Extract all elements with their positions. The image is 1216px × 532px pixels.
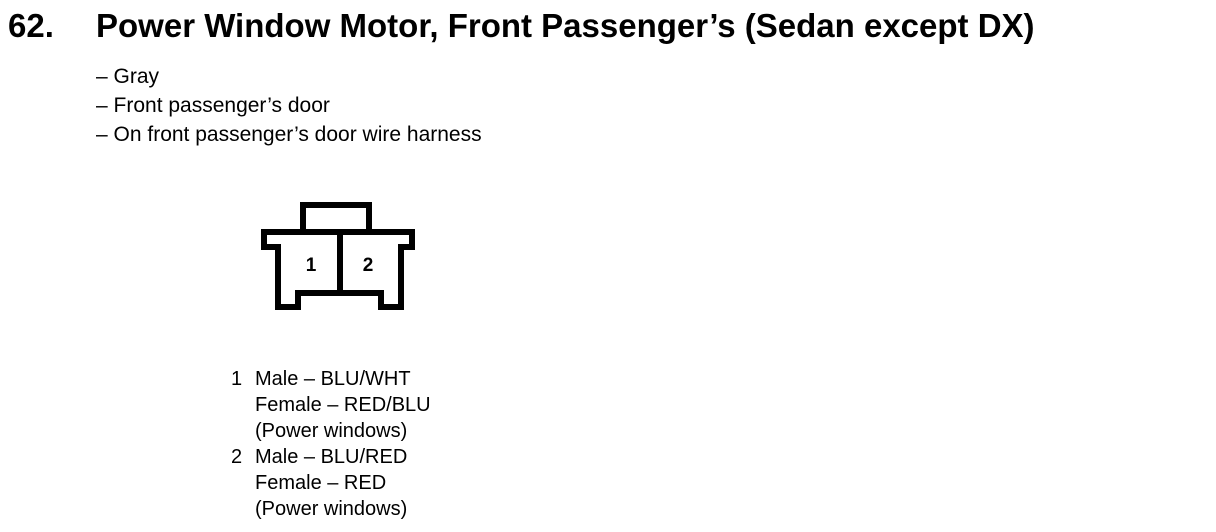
pin-male-wire: Male – BLU/WHT <box>255 368 411 390</box>
connector-diagram: 1 2 <box>261 202 415 310</box>
pin-item: 1 Male – BLU/WHT Female – RED/BLU (Power… <box>231 366 431 444</box>
pin-circuit: (Power windows) <box>255 420 408 442</box>
connector-description: – Gray – Front passenger’s door – On fro… <box>96 62 482 149</box>
pin-circuit: (Power windows) <box>255 498 408 520</box>
section-number: 62. <box>8 7 54 44</box>
section-title: Power Window Motor, Front Passenger’s (S… <box>96 7 1035 44</box>
cavity-label-2: 2 <box>363 255 374 276</box>
description-location: – Front passenger’s door <box>96 94 330 117</box>
pin-male-wire: Male – BLU/RED <box>255 446 408 468</box>
pin-item: 2 Male – BLU/RED Female – RED (Power win… <box>231 444 431 522</box>
pin-number: 1 <box>231 368 243 390</box>
pin-list: 1 Male – BLU/WHT Female – RED/BLU (Power… <box>231 366 431 522</box>
connector-housing <box>261 229 415 310</box>
pin-number: 2 <box>231 446 243 468</box>
description-color: – Gray <box>96 65 160 88</box>
pin-female-wire: Female – RED <box>255 472 387 494</box>
cavity-label-1: 1 <box>306 255 317 276</box>
page-title: 62. Power Window Motor, Front Passenger’s… <box>8 6 1035 46</box>
connector-lock-tab <box>300 202 372 235</box>
description-harness: – On front passenger’s door wire harness <box>96 123 482 146</box>
pin-female-wire: Female – RED/BLU <box>255 394 431 416</box>
